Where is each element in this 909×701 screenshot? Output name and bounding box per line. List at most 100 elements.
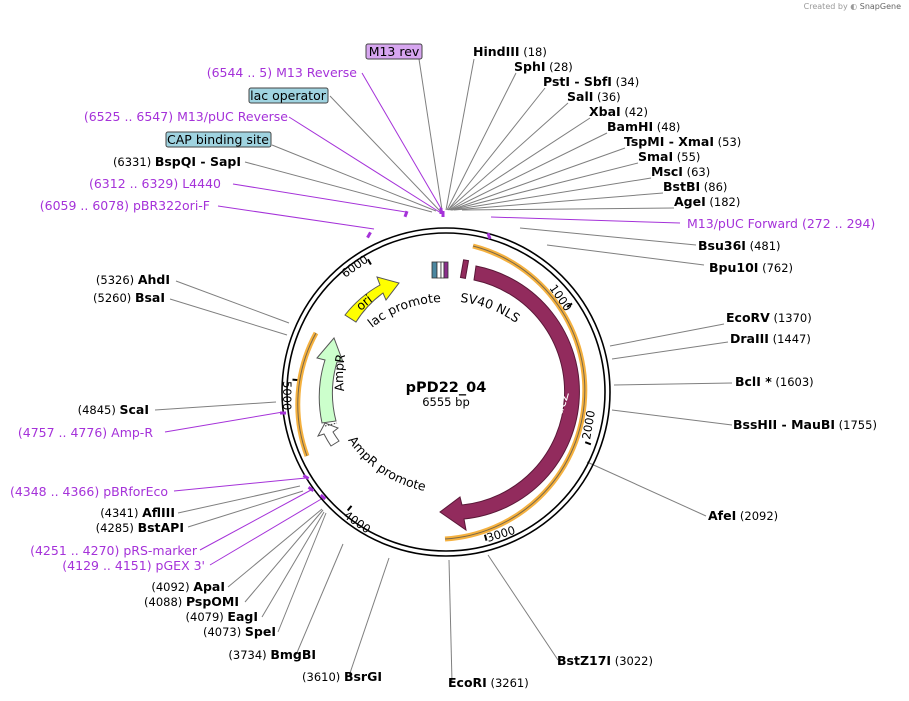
primer-connector-lines (164, 72, 681, 566)
site-position: (42) (621, 105, 648, 119)
site-position: (3734) (228, 648, 270, 662)
sv40-nls-feature[interactable] (459, 259, 470, 279)
tick-mark-2000 (584, 441, 592, 446)
m13-rev-label: M13 rev (369, 44, 420, 59)
enzyme-site-agei[interactable]: AgeI (182) (674, 194, 740, 209)
enzyme-site-smai[interactable]: SmaI (55) (638, 149, 700, 164)
primer-pbrforeco[interactable]: (4348 .. 4366) pBRforEco (10, 484, 168, 499)
enzyme-site-bstapi[interactable]: (4285) BstAPI (96, 520, 184, 535)
enzyme-site-bmgbi[interactable]: (3734) BmgBI (228, 647, 316, 662)
enzyme-site-tspmi[interactable]: TspMI - XmaI (53) (624, 134, 741, 149)
tick-label-4000: 4000 (341, 508, 373, 536)
ampr-promoter-dots (324, 422, 338, 427)
primer-l4440[interactable]: (6312 .. 6329) L4440 (89, 176, 221, 191)
site-name: EcoRI (448, 675, 487, 690)
site-name: AflIII (142, 505, 175, 520)
enzyme-site-bstbi[interactable]: BstBI (86) (663, 179, 727, 194)
site-position: (63) (683, 165, 710, 179)
primer-ampr[interactable]: (4757 .. 4776) Amp-R (18, 425, 153, 440)
enzyme-site-afei[interactable]: AfeI (2092) (708, 508, 778, 523)
enzyme-site-ecori[interactable]: EcoRI (3261) (448, 675, 529, 690)
snapgene-credit: Created by ◐ SnapGene (804, 2, 901, 11)
site-position: (34) (612, 75, 639, 89)
site-position: (3261) (487, 676, 529, 690)
primer-pbr322orif[interactable]: (6059 .. 6078) pBR322ori-F (40, 198, 210, 213)
primer-mark (486, 232, 492, 240)
site-name: SalI (567, 89, 593, 104)
enzyme-site-ecorv[interactable]: EcoRV (1370) (726, 310, 812, 325)
site-name-2: SapI (210, 154, 241, 169)
enzyme-site-sali[interactable]: SalI (36) (567, 89, 621, 104)
ampr-promoter-arrow[interactable] (316, 422, 340, 447)
enzyme-site-spei[interactable]: (4073) SpeI (203, 624, 276, 639)
enzyme-site-bsu36i[interactable]: Bsu36I (481) (698, 238, 781, 253)
site-name: BstZ17I (557, 653, 611, 668)
backbone-outer-ring (281, 227, 611, 557)
ampr-orf-arc-inner (297, 332, 317, 457)
primer-m13reverse[interactable]: (6544 .. 5) M13 Reverse (207, 65, 358, 80)
site-position: (1603) (772, 375, 814, 389)
enzyme-site-bpu10i[interactable]: Bpu10I (762) (709, 260, 793, 275)
enzyme-site-bamhi[interactable]: BamHI (48) (607, 119, 680, 134)
enzyme-site-bsshii[interactable]: BssHII - MauBI (1755) (733, 417, 877, 432)
enzyme-site-bsai[interactable]: (5260) BsaI (93, 290, 165, 305)
site-position: (4073) (203, 625, 245, 639)
primer-name: pBRforEco (103, 484, 168, 499)
enzyme-site-msci[interactable]: MscI (63) (651, 164, 710, 179)
site-position: (86) (700, 180, 727, 194)
primer-m13pucreverse[interactable]: (6525 .. 6547) M13/pUC Reverse (84, 109, 288, 124)
site-name: PstI (543, 74, 570, 89)
tick-label-2000: 2000 (579, 409, 598, 440)
site-name: Bsu36I (698, 238, 746, 253)
site-name-2: XmaI (678, 134, 714, 149)
enzyme-site-apai[interactable]: (4092) ApaI (151, 579, 225, 594)
enzyme-site-bsrgi[interactable]: (3610) BsrGI (302, 669, 382, 684)
cap-binding-site-box[interactable]: CAP binding site (165, 131, 272, 148)
site-position: (48) (653, 120, 680, 134)
primer-mark (439, 208, 443, 214)
enzyme-site-pspomi[interactable]: (4088) PspOMI (144, 594, 239, 609)
lac-operator-box[interactable]: lac operator (248, 87, 329, 104)
enzyme-site-eagi[interactable]: (4079) EagI (186, 609, 258, 624)
lacz-feature-arrow[interactable] (439, 265, 580, 532)
primer-range: (4348 .. 4366) (10, 484, 103, 499)
m13-rev-box[interactable]: M13 rev (365, 43, 423, 60)
site-name: SpeI (245, 624, 276, 639)
primer-pgex3[interactable]: (4129 .. 4151) pGEX 3' (62, 558, 205, 573)
site-position: (55) (673, 150, 700, 164)
site-position: (53) (714, 135, 741, 149)
primer-m13pucforward[interactable]: M13/pUC Forward (272 .. 294) (687, 216, 875, 231)
site-position: (6331) (113, 155, 155, 169)
enzyme-site-xbai[interactable]: XbaI (42) (589, 104, 648, 119)
ori-feature-arrow[interactable] (344, 276, 400, 323)
primer-mark (403, 210, 409, 218)
primer-mark (319, 493, 327, 501)
enzyme-sites-left: (4073) SpeI(4079) EagI(4088) PspOMI(4092… (78, 154, 276, 639)
site-position: (1447) (769, 332, 811, 346)
plasmid-name: pPD22_04 (406, 380, 487, 396)
ampr-feature-arrow[interactable] (316, 337, 344, 424)
enzyme-site-sphi[interactable]: SphI (28) (514, 59, 573, 74)
primer-mark (302, 474, 310, 480)
site-name: ApaI (193, 579, 225, 594)
primer-range: (272 .. 294) (802, 216, 875, 231)
enzyme-site-bspqi[interactable]: (6331) BspQI - SapI (113, 154, 241, 169)
enzyme-site-scai[interactable]: (4845) ScaI (78, 402, 149, 417)
primer-range: (6059 .. 6078) (40, 198, 133, 213)
site-position: (5260) (93, 291, 135, 305)
enzyme-site-bstz17i[interactable]: BstZ17I (3022) (557, 653, 653, 668)
enzyme-site-bcli[interactable]: BclI * (1603) (735, 374, 814, 389)
enzyme-site-draiii[interactable]: DraIII (1447) (730, 331, 811, 346)
enzyme-site-ahdi[interactable]: (5326) AhdI (96, 272, 170, 287)
primer-name: M13 Reverse (276, 65, 357, 80)
primer-range: (4129 .. 4151) (62, 558, 155, 573)
enzyme-site-hindiii[interactable]: HindIII (18) (473, 44, 547, 59)
site-position: (28) (546, 60, 573, 74)
enzyme-site-afliii[interactable]: (4341) AflIII (100, 505, 175, 520)
lac-region-blocks[interactable] (431, 261, 449, 279)
site-name: AhdI (138, 272, 170, 287)
site-separator: - (196, 154, 210, 169)
primer-prsmarker[interactable]: (4251 .. 4270) pRS-marker (30, 543, 198, 558)
enzyme-site-psti[interactable]: PstI - SbfI (34) (543, 74, 639, 89)
site-name-2: MauBI (791, 417, 835, 432)
